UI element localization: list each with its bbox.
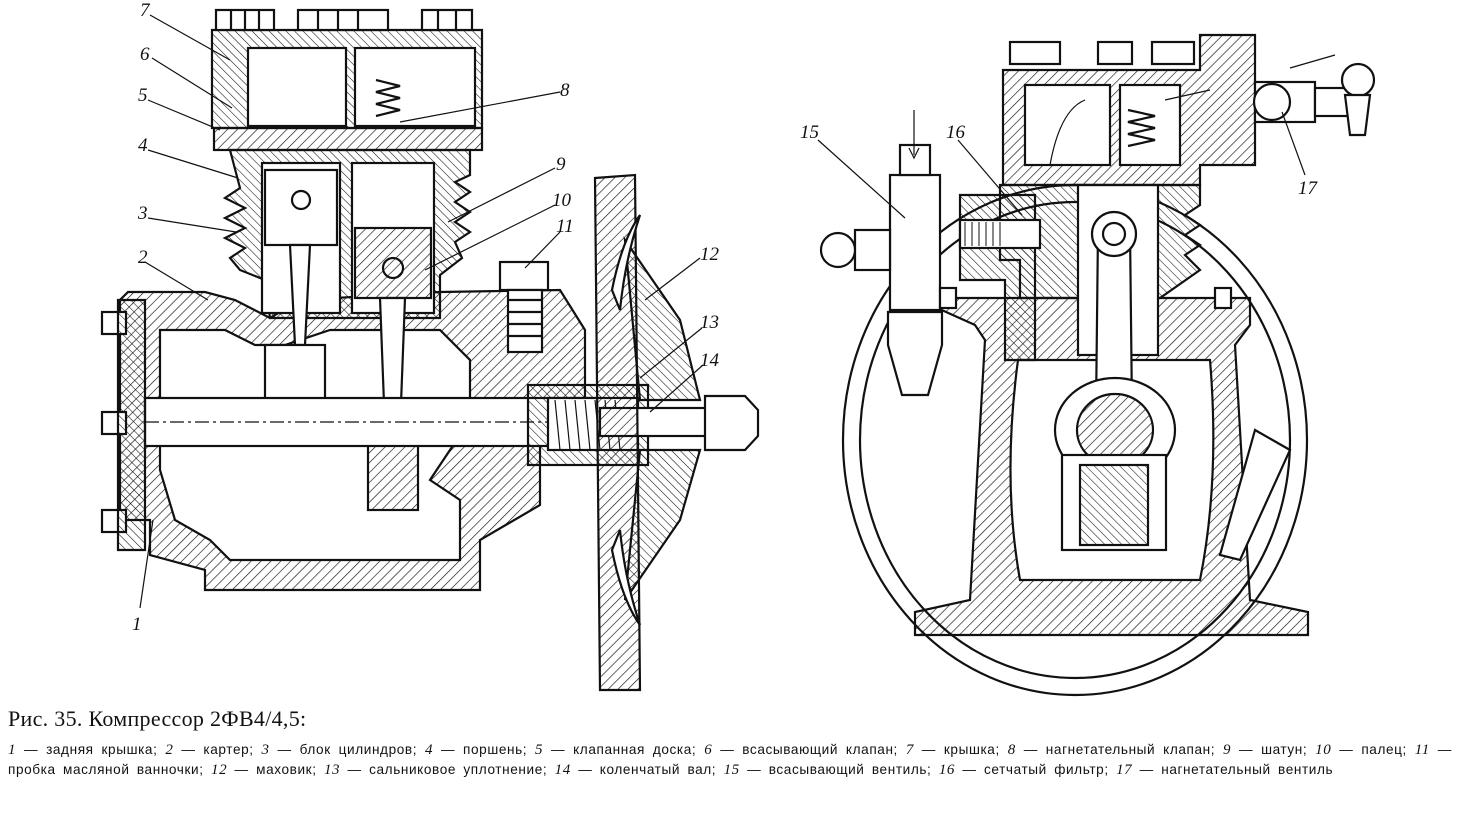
legend-number: 4 [424, 742, 434, 758]
legend-item: 2 — картер; [165, 742, 262, 758]
legend-item: 1 — задняя крышка; [8, 742, 166, 758]
leader-lines-left [139, 14, 704, 609]
leader-lines-right [817, 54, 1336, 219]
legend-number: 6 [704, 742, 713, 758]
piston-right [353, 226, 433, 300]
valve-plate [212, 126, 484, 152]
legend-item: 15 — всасывающий вентиль; [723, 762, 939, 778]
legend-description: — блок цилиндров; [269, 742, 425, 757]
legend-item: 10 — палец; [1315, 742, 1415, 758]
legend-description: — нагнетательный вентиль [1132, 762, 1334, 777]
legend-description: — крышка; [913, 742, 1008, 757]
legend-item: 16 — сетчатый фильтр; [938, 762, 1117, 778]
legend-description: — поршень; [433, 742, 536, 757]
legend-description: — палец; [1331, 742, 1415, 757]
legend-number: 3 [261, 742, 270, 758]
callout-12: 12 [700, 244, 720, 265]
legend-item: 14 — коленчатый вал; [554, 762, 724, 778]
transverse-section-view [819, 33, 1376, 697]
callout-8: 8 [560, 80, 570, 101]
callout-4: 4 [138, 135, 148, 156]
legend-number: 2 [165, 742, 174, 758]
legend-item: 7 — крышка; [905, 742, 1008, 758]
callout-13: 13 [700, 312, 719, 333]
callout-15: 15 [800, 122, 819, 143]
legend-number: 15 [723, 762, 740, 778]
legend-number: 7 [905, 742, 914, 758]
callout-17: 17 [1298, 178, 1319, 199]
legend-description: — маховик; [227, 762, 324, 777]
legend-description: — коленчатый вал; [570, 762, 724, 777]
longitudinal-section-view [100, 8, 760, 692]
legend-description: — сетчатый фильтр; [955, 762, 1117, 777]
legend-description: — клапанная доска; [543, 742, 705, 757]
legend-number: 17 [1116, 762, 1133, 778]
legend-text: 1 — задняя крышка; 2 — картер; 3 — блок … [8, 740, 1452, 780]
legend-item: 8 — нагнетательный клапан; [1007, 742, 1223, 758]
callout-7: 7 [140, 0, 151, 21]
callout-11: 11 [556, 216, 574, 237]
legend-item: 11 — пробка масляной ванночки; [8, 742, 1452, 777]
legend-number: 12 [210, 762, 228, 778]
legend-description: — всасывающий клапан; [712, 742, 906, 757]
legend-description: — задняя крышка; [16, 742, 166, 757]
legend-item: 9 — шатун; [1223, 742, 1316, 758]
legend-item: 3 — блок цилиндров; [261, 742, 425, 758]
callout-labels: 7 6 5 4 3 2 1 8 9 10 11 12 13 14 15 16 1… [132, 0, 1319, 635]
compressor-drawing: 7 6 5 4 3 2 1 8 9 10 11 12 13 14 15 16 1… [100, 0, 1376, 697]
piston-left [263, 168, 339, 247]
callout-16: 16 [946, 122, 966, 143]
callout-14: 14 [700, 350, 720, 371]
legend-item: 12 — маховик; [210, 762, 324, 778]
legend-number: 9 [1223, 742, 1232, 758]
callout-5: 5 [138, 85, 148, 106]
suction-valve-body [888, 173, 942, 312]
callout-10: 10 [552, 190, 572, 211]
oil-plug [498, 260, 550, 292]
legend-item: 4 — поршень; [424, 742, 536, 758]
legend-number: 8 [1007, 742, 1016, 758]
callout-3: 3 [137, 203, 148, 224]
legend-item: 17 — нагнетательный вентиль [1116, 762, 1334, 778]
callout-9: 9 [556, 154, 566, 175]
legend-number: 13 [323, 762, 341, 778]
legend-number: 11 [1414, 742, 1430, 758]
legend-description: — сальниковое уплотнение; [340, 762, 555, 777]
legend-number: 5 [535, 742, 544, 758]
legend-number: 1 [8, 742, 17, 758]
legend-item: 5 — клапанная доска; [535, 742, 705, 758]
legend-number: 10 [1315, 742, 1332, 758]
back-cover [116, 298, 147, 552]
legend-description: — шатун; [1231, 742, 1316, 757]
callout-2: 2 [138, 247, 148, 268]
flywheel-web [623, 235, 702, 402]
legend-number: 14 [554, 762, 571, 778]
callout-6: 6 [140, 44, 150, 65]
legend-description: — всасывающий вентиль; [739, 762, 939, 777]
legend-description: — пробка масляной ванночки; [8, 742, 1452, 777]
legend-item: 6 — всасывающий клапан; [704, 742, 906, 758]
legend-description: — нагнетательный клапан; [1015, 742, 1223, 757]
legend-item: 13 — сальниковое уплотнение; [323, 762, 555, 778]
callout-1: 1 [132, 614, 142, 635]
figure-caption: Рис. 35. Компрессор 2ФВ4/4,5: 1 — задняя… [8, 706, 1452, 780]
legend-number: 16 [938, 762, 956, 778]
legend-description: — картер; [173, 742, 262, 757]
caption-title: Рис. 35. Компрессор 2ФВ4/4,5: [8, 706, 307, 731]
